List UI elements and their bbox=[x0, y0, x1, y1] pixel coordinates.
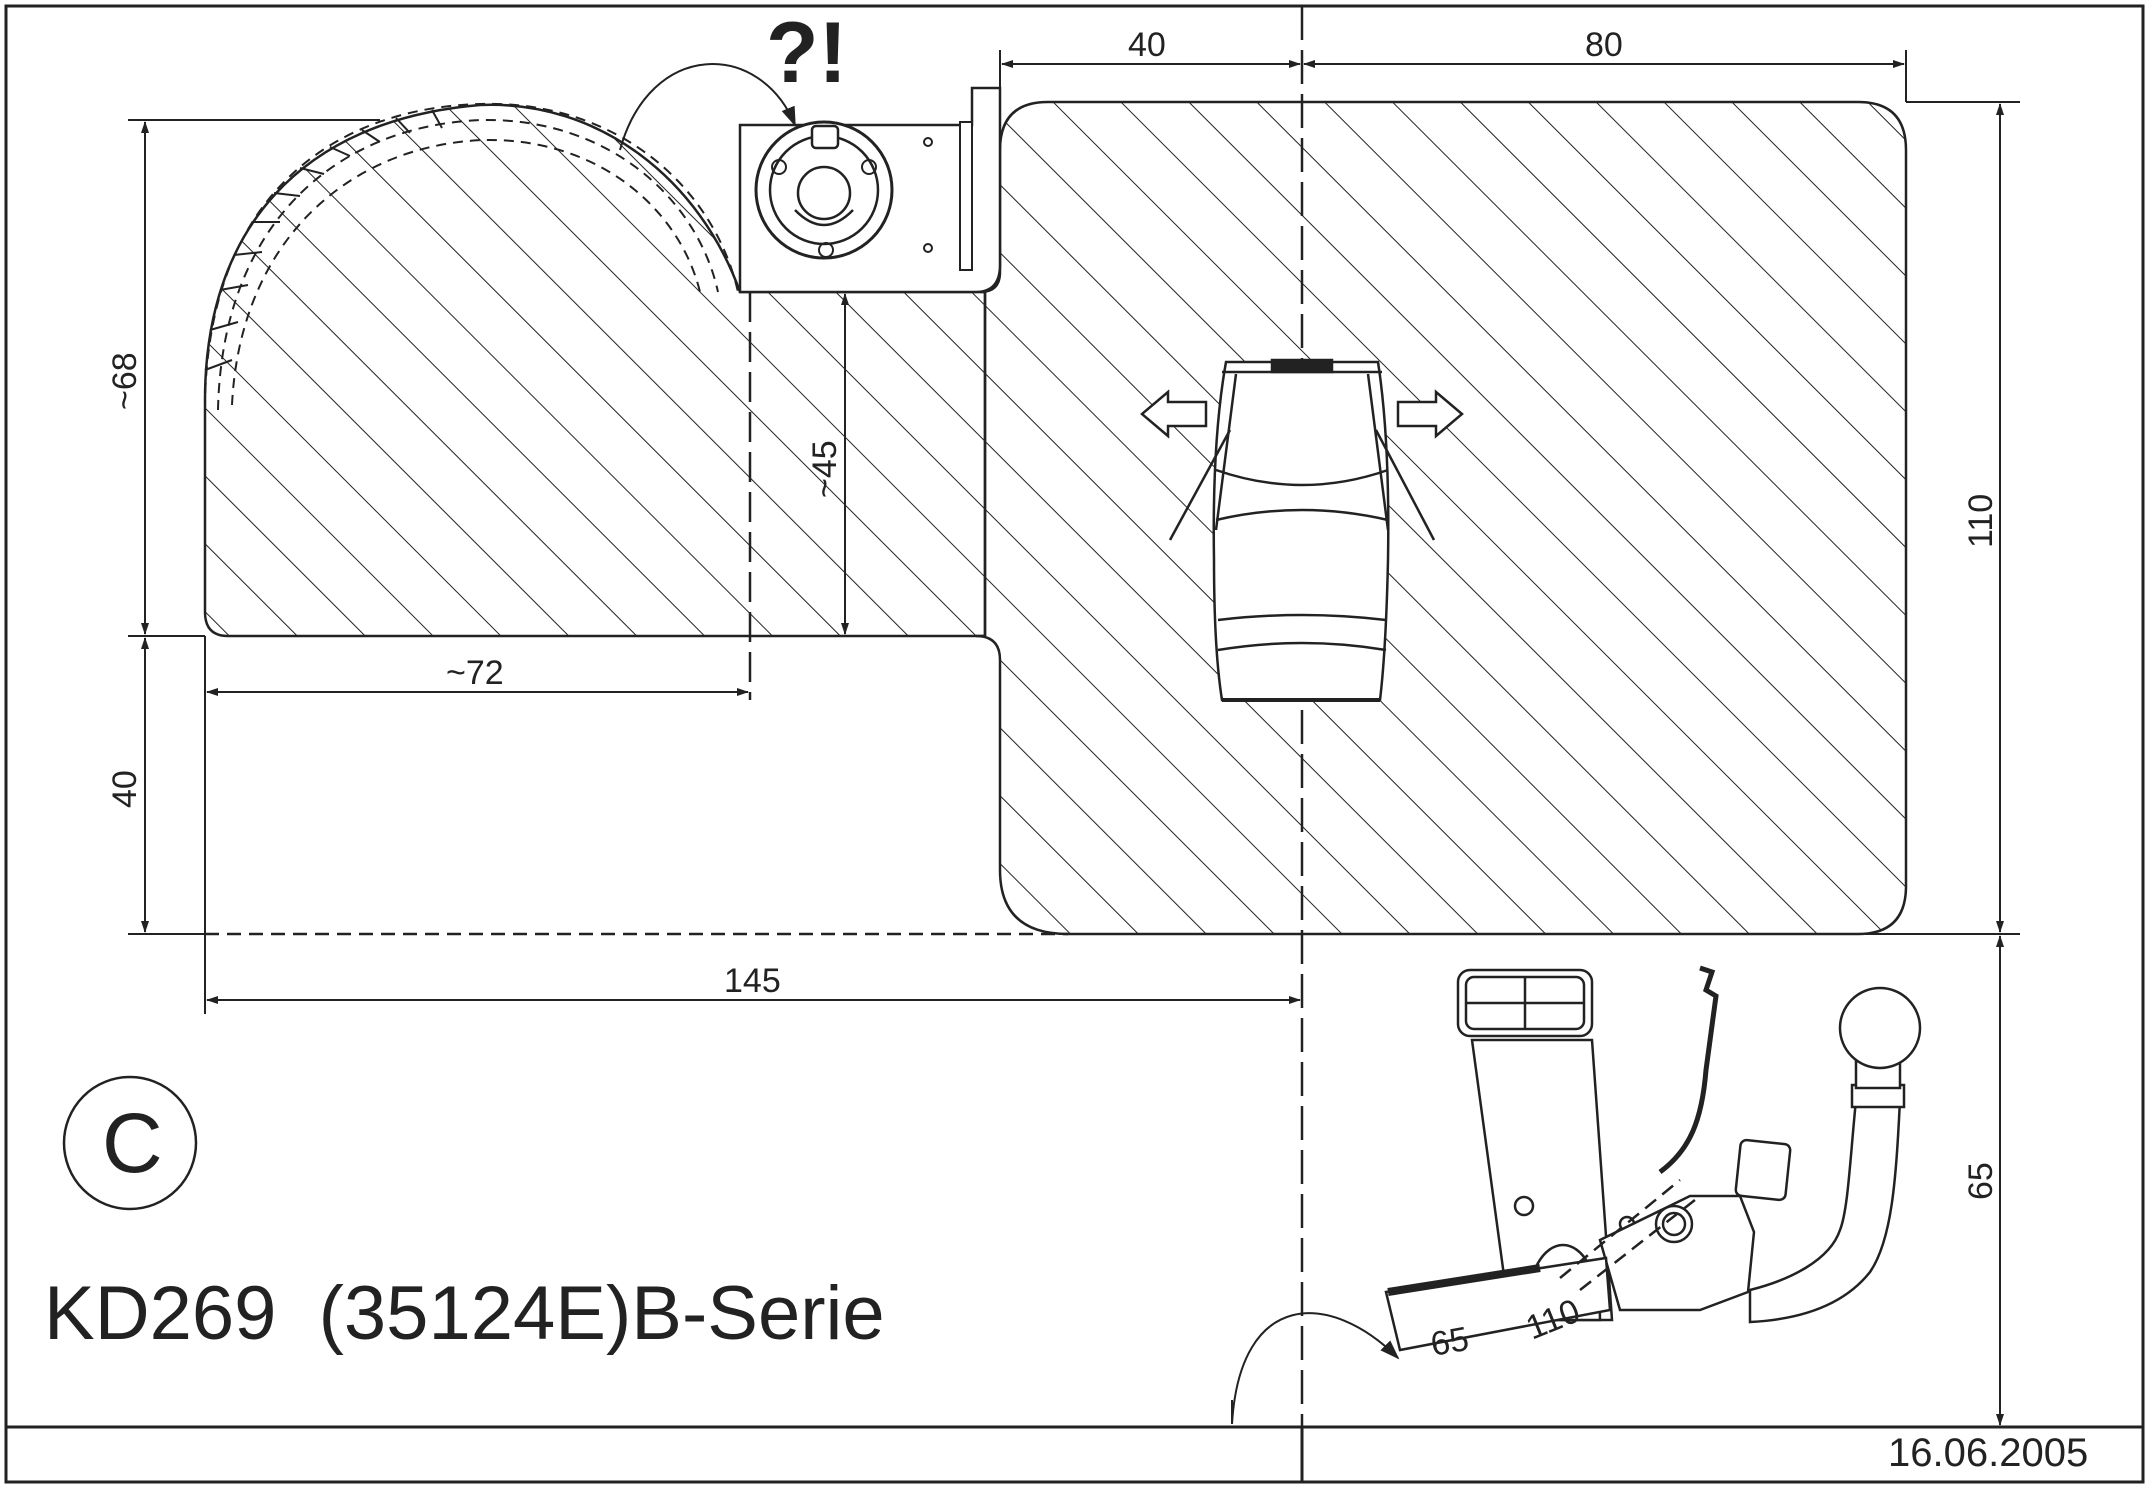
socket-bracket-edge bbox=[959, 121, 973, 271]
dimension-left-40 bbox=[128, 637, 205, 935]
bracket-hole-top bbox=[923, 137, 933, 147]
hatched-area-right bbox=[975, 100, 1908, 936]
dim-label-bottom-145: 145 bbox=[724, 962, 781, 1000]
warning-mark: ?! bbox=[766, 5, 847, 101]
trailer-socket bbox=[754, 120, 894, 260]
dimension-right-110 bbox=[1302, 101, 2020, 935]
dimension-top-40 bbox=[999, 50, 1301, 102]
wheel-arch-dashed bbox=[204, 102, 739, 411]
dim-label-mid-45: ~45 bbox=[806, 440, 844, 498]
dim-label-left-40: 40 bbox=[106, 770, 144, 808]
drawing-frame bbox=[4, 4, 2145, 1484]
dim-label-right-110: 110 bbox=[1962, 494, 2000, 548]
dimension-left-68 bbox=[128, 119, 380, 637]
dimension-top-80 bbox=[1303, 50, 1907, 102]
dim-label-top-80: 80 bbox=[1585, 26, 1623, 64]
drawing-title: KD269 (35124E)B-Serie bbox=[44, 1271, 885, 1356]
bracket-hole-bottom bbox=[923, 243, 933, 253]
dimension-mid-72 bbox=[204, 636, 749, 1014]
car-top-view bbox=[1140, 358, 1464, 702]
drawing-date: 16.06.2005 bbox=[1888, 1431, 2088, 1475]
dim-label-right-65: 65 bbox=[1962, 1162, 2000, 1200]
tow-hitch-side-view bbox=[1384, 965, 1922, 1352]
view-letter-circle bbox=[62, 1075, 198, 1211]
dim-label-hitch-65: 65 bbox=[1428, 1320, 1472, 1364]
dim-label-top-40: 40 bbox=[1128, 26, 1166, 64]
dim-label-mid-72: ~72 bbox=[446, 654, 504, 692]
arrow-to-socket bbox=[619, 63, 796, 151]
view-letter: C bbox=[102, 1096, 163, 1190]
dim-label-left-68: ~68 bbox=[106, 352, 144, 410]
wheel-arch-ribs bbox=[204, 109, 443, 371]
arrow-to-hitch bbox=[1231, 1312, 1400, 1425]
